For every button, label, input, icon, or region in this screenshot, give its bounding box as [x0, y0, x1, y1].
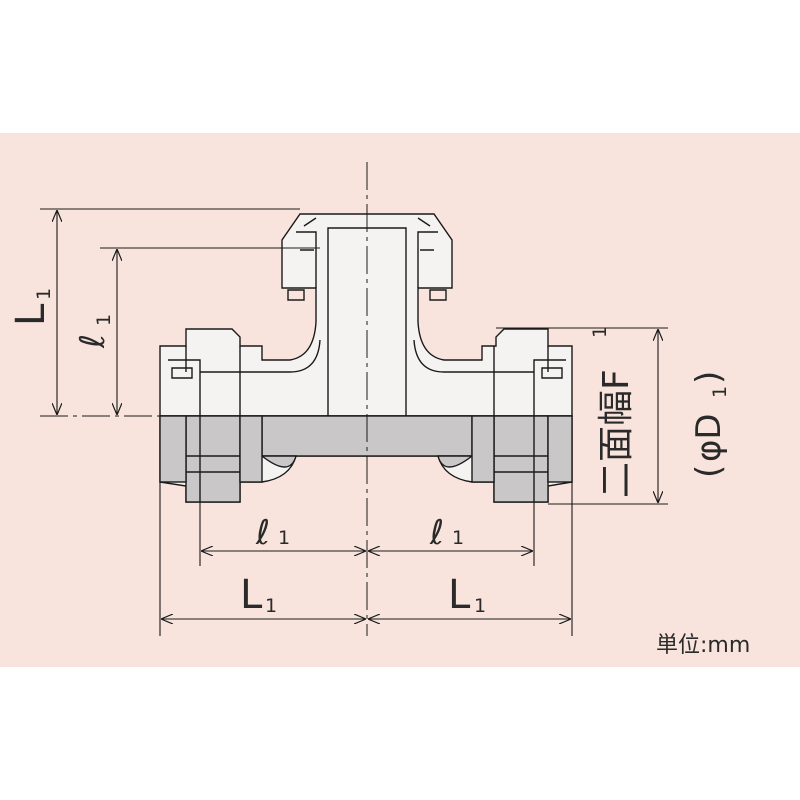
branch-seal-detail	[287, 217, 447, 301]
label-l-right: ℓ	[429, 513, 444, 553]
label-L-left: L	[240, 572, 263, 618]
label-L-vertical-sub: 1	[33, 288, 55, 300]
left-nut-outline	[159, 213, 573, 417]
right-seal-detail	[493, 346, 566, 416]
dimension-lines	[40, 208, 668, 636]
label-l-vertical-sub: 1	[93, 314, 115, 326]
label-od-symbol: φD	[689, 413, 729, 462]
label-L-left-sub: 1	[265, 595, 277, 617]
label-l-right-sub: 1	[452, 527, 464, 549]
right-end-section	[547, 415, 573, 483]
left-end-section	[159, 415, 187, 483]
left-nut-section	[185, 415, 241, 503]
nut-hex-lines	[186, 416, 548, 502]
unit-label: 単位:mm	[656, 633, 750, 658]
left-seal-detail	[168, 346, 241, 416]
left-collar-section	[239, 415, 263, 483]
label-od-sub: 1	[709, 386, 731, 398]
label-od-close: )	[689, 371, 729, 384]
label-od-open: (	[689, 465, 729, 478]
label-l-vertical: ℓ	[73, 334, 113, 349]
label-L-right-sub: 1	[474, 595, 486, 617]
right-nut-section	[493, 415, 549, 503]
label-L-vertical: L	[8, 303, 54, 326]
label-width-across-flats: 二面幅F	[596, 369, 637, 498]
label-width-across-flats-sub: 1	[589, 326, 611, 338]
right-collar-section	[471, 415, 495, 483]
label-l-left-sub: 1	[278, 527, 290, 549]
label-l-left: ℓ	[255, 513, 270, 553]
label-L-right: L	[448, 572, 471, 618]
centerlines	[40, 162, 572, 636]
run-bore-upper	[200, 339, 534, 373]
